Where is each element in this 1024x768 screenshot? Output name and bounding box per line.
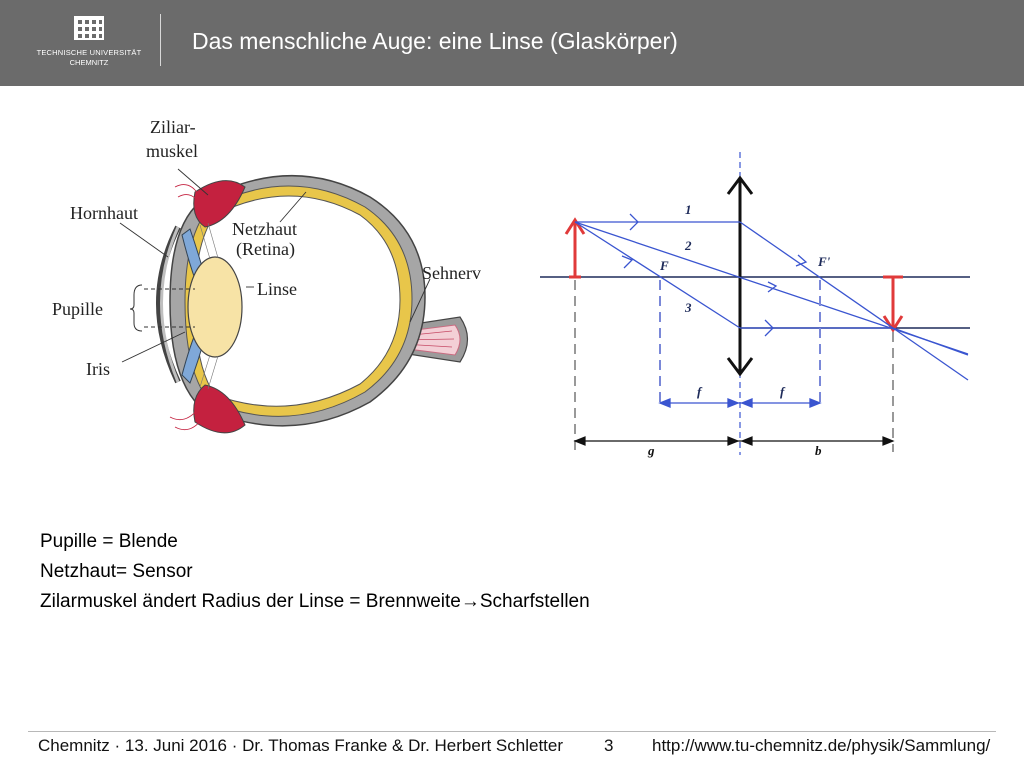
page-title: Das menschliche Auge: eine Linse (Glaskö…	[192, 28, 678, 54]
image-distance-label: b	[815, 443, 822, 458]
ray-label-2: 2	[684, 238, 692, 253]
object-distance-label: g	[647, 443, 655, 458]
leader-netzhaut	[279, 191, 307, 223]
footer-event-info: Chemnitz · 13. Juni 2016 · Dr. Thomas Fr…	[38, 736, 564, 755]
leader-sehnerv	[409, 278, 431, 323]
header-bar: TECHNISCHE UNIVERSITÄT CHEMNITZ Das mens…	[0, 0, 1024, 86]
focal-length-label-left: f	[697, 384, 703, 399]
university-name-line2: CHEMNITZ	[69, 58, 109, 67]
footer-page-number: 3	[604, 736, 614, 755]
university-name-line1: TECHNISCHE UNIVERSITÄT	[36, 48, 142, 57]
label-pupille: Pupille	[52, 299, 103, 319]
university-logo: TECHNISCHE UNIVERSITÄT CHEMNITZ	[30, 10, 148, 72]
ciliary-muscle-bottom	[193, 384, 246, 434]
label-ziliarmuskel-2: muskel	[146, 141, 198, 161]
footer-url: http://www.tu-chemnitz.de/physik/Sammlun…	[652, 736, 991, 755]
focus-label-left: F	[659, 258, 669, 273]
body-line-zilarmuskel: Zilarmuskel ändert Radius der Linse = Br…	[40, 591, 590, 612]
leader-ziliarmuskel	[177, 168, 209, 196]
label-sehnerv: Sehnerv	[422, 263, 481, 283]
label-netzhaut-2: (Retina)	[236, 239, 295, 260]
rays	[574, 213, 969, 381]
lens	[187, 256, 243, 358]
header-divider	[160, 14, 161, 66]
label-netzhaut-1: Netzhaut	[232, 219, 297, 239]
ciliary-muscle-top	[193, 180, 246, 228]
label-iris: Iris	[86, 359, 110, 379]
pupil-brace	[129, 284, 143, 332]
body-line-netzhaut: Netzhaut= Sensor	[40, 561, 193, 582]
university-logo-icon	[74, 16, 104, 40]
footer-divider	[28, 731, 996, 732]
leader-hornhaut	[119, 222, 169, 258]
label-hornhaut: Hornhaut	[70, 203, 138, 223]
ray-label-3: 3	[684, 300, 692, 315]
leader-iris	[121, 331, 186, 363]
lens-ray-diagram: 1 2 3 F F' f f g b	[540, 152, 970, 458]
focus-label-right: F'	[817, 254, 831, 269]
body-line-pupille: Pupille = Blende	[40, 531, 178, 552]
eye-diagram: Ziliar- muskel Hornhaut Netzhaut (Retina…	[50, 117, 500, 457]
focal-length-label-right: f	[780, 384, 786, 399]
label-linse: Linse	[257, 279, 297, 299]
slide-body-text: Pupille = Blende Netzhaut= Sensor Zilarm…	[40, 527, 590, 617]
label-ziliarmuskel-1: Ziliar-	[150, 117, 196, 137]
ray-label-1: 1	[685, 202, 692, 217]
